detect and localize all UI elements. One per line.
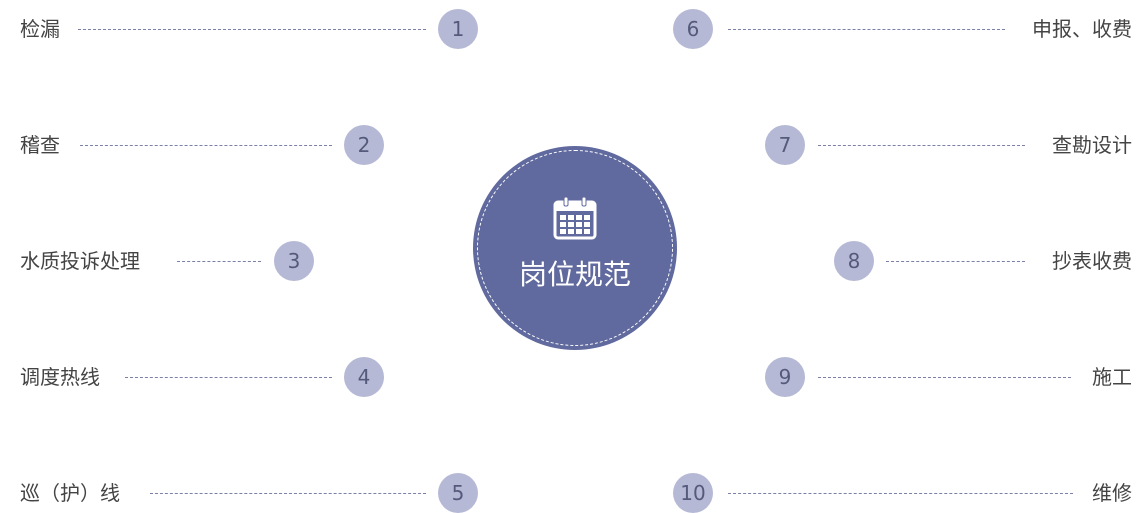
item-label-4: 调度热线 <box>20 365 100 389</box>
connector-line-2 <box>80 145 332 146</box>
calendar-icon <box>553 196 597 240</box>
item-label-5: 巡（护）线 <box>20 481 120 505</box>
connector-line-9 <box>818 377 1071 378</box>
number-badge-6: 6 <box>673 9 713 49</box>
number-badge-10: 10 <box>673 473 713 513</box>
item-label-6: 申报、收费 <box>1032 17 1132 41</box>
item-label-7: 查勘设计 <box>1052 133 1132 157</box>
connector-line-6 <box>728 29 1005 30</box>
center-dashed-ring <box>477 150 673 346</box>
number-badge-8: 8 <box>834 241 874 281</box>
connector-line-10 <box>728 493 1073 494</box>
number-badge-3: 3 <box>274 241 314 281</box>
connector-line-7 <box>818 145 1025 146</box>
item-label-2: 稽查 <box>20 133 60 157</box>
center-circle: 岗位规范 <box>473 146 677 350</box>
item-label-10: 维修 <box>1092 481 1132 505</box>
item-label-3: 水质投诉处理 <box>20 249 140 273</box>
connector-line-3 <box>177 261 261 262</box>
number-badge-5: 5 <box>438 473 478 513</box>
item-label-8: 抄表收费 <box>1052 249 1132 273</box>
number-badge-2: 2 <box>344 125 384 165</box>
connector-line-5 <box>150 493 426 494</box>
connector-line-8 <box>886 261 1025 262</box>
number-badge-1: 1 <box>438 9 478 49</box>
connector-line-4 <box>125 377 332 378</box>
item-label-1: 检漏 <box>20 17 60 41</box>
number-badge-7: 7 <box>765 125 805 165</box>
connector-line-1 <box>78 29 426 30</box>
number-badge-4: 4 <box>344 357 384 397</box>
number-badge-9: 9 <box>765 357 805 397</box>
center-title: 岗位规范 <box>518 258 631 291</box>
item-label-9: 施工 <box>1092 365 1132 389</box>
